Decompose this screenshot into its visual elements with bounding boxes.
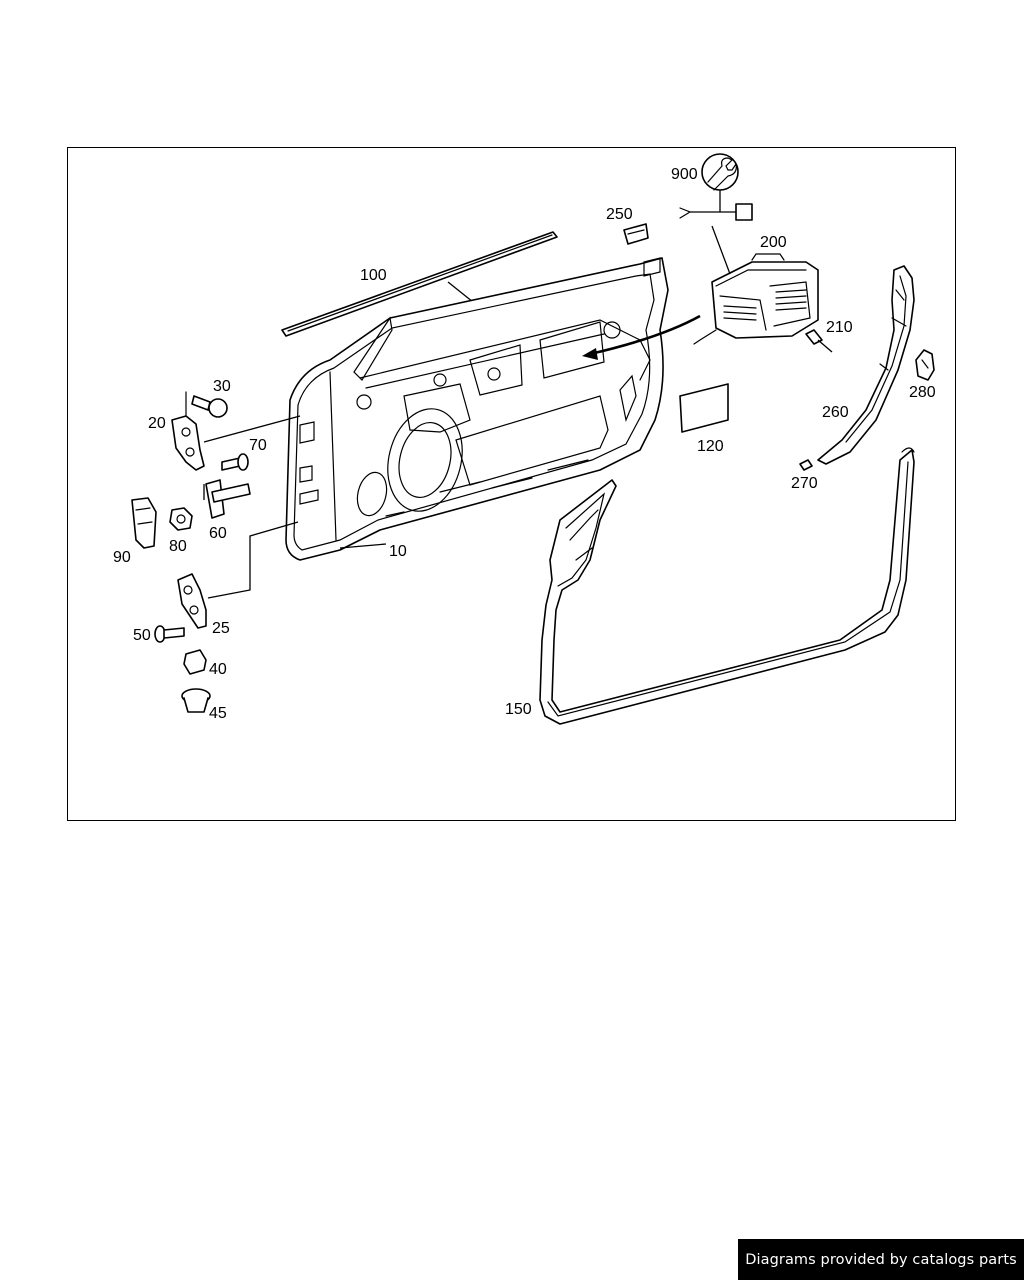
part-250-clip — [623, 223, 649, 245]
label-60: 60 — [209, 525, 227, 542]
label-45: 45 — [209, 705, 227, 722]
label-210: 210 — [826, 319, 853, 336]
label-150: 150 — [505, 701, 532, 718]
label-900: 900 — [671, 166, 698, 183]
part-25-lower-hinge — [177, 521, 299, 629]
part-280-bracket — [915, 349, 935, 381]
label-260: 260 — [822, 404, 849, 421]
label-25: 25 — [212, 620, 230, 637]
parts-diagram-frame — [67, 147, 956, 821]
label-120: 120 — [697, 438, 724, 455]
label-90: 90 — [113, 549, 131, 566]
part-20-upper-hinge — [171, 391, 301, 471]
label-280: 280 — [909, 384, 936, 401]
part-70-screw — [221, 453, 249, 471]
part-60-door-check — [203, 479, 251, 519]
label-20: 20 — [148, 415, 166, 432]
label-270: 270 — [791, 475, 818, 492]
label-70: 70 — [249, 437, 267, 454]
label-50: 50 — [133, 627, 151, 644]
part-210-pin — [805, 329, 833, 353]
part-10-door-shell — [285, 257, 669, 561]
label-200: 200 — [760, 234, 787, 251]
part-90-bracket — [131, 497, 157, 549]
label-80: 80 — [169, 538, 187, 555]
part-260-trim-panel — [817, 265, 915, 465]
credit-badge: Diagrams provided by catalogs parts — [738, 1239, 1024, 1280]
part-270-small-clip — [799, 459, 813, 471]
part-30-bolt — [191, 395, 228, 418]
label-40: 40 — [209, 661, 227, 678]
part-150-door-seal — [539, 447, 915, 725]
part-80-nut — [169, 507, 193, 531]
part-40-nut — [183, 649, 207, 675]
label-250: 250 — [606, 206, 633, 223]
part-200-control-module — [582, 225, 819, 360]
label-10: 10 — [389, 543, 407, 560]
part-45-cap — [181, 688, 211, 713]
label-100: 100 — [360, 267, 387, 284]
label-30: 30 — [213, 378, 231, 395]
part-120-pad — [679, 383, 729, 433]
part-900-wrench-symbol — [679, 153, 753, 221]
part-50-bolt — [154, 625, 185, 643]
